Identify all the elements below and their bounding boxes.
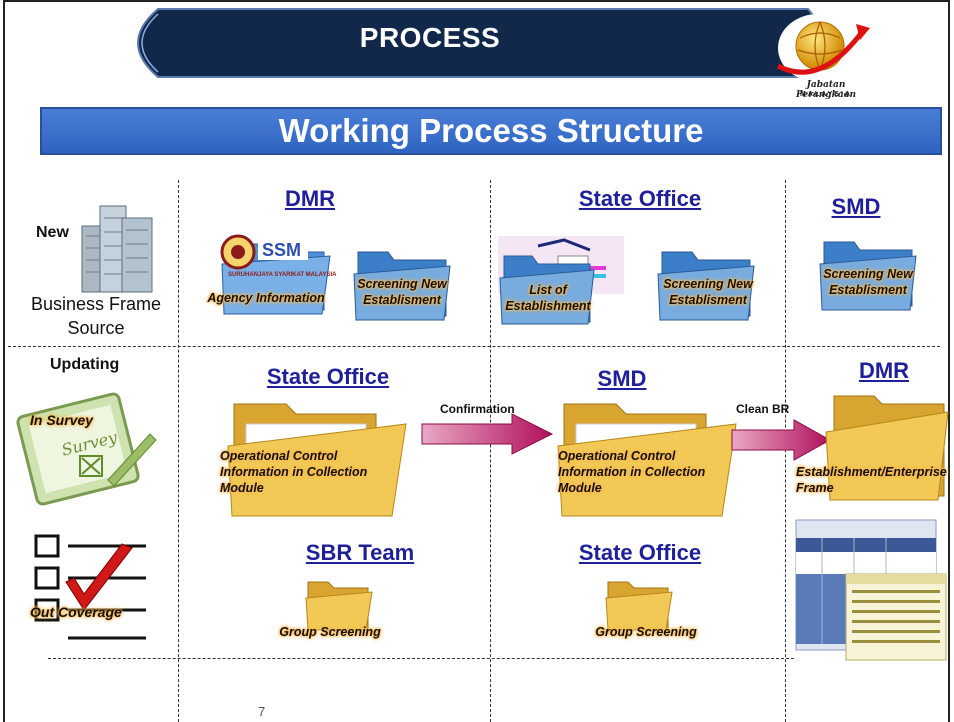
- checklist-icon: [34, 534, 146, 640]
- updating-row-label: Updating: [50, 356, 120, 373]
- list-of-establishment-caption: List of Establishment: [505, 283, 591, 313]
- row-divider-1: [8, 346, 940, 347]
- frame-left-border: [3, 0, 5, 722]
- report-table-thumbnail: [795, 519, 947, 661]
- banner-title: PROCESS: [359, 22, 501, 53]
- confirmation-arrow-icon: [421, 413, 554, 455]
- sbr-group-screening-caption: Group Screening: [279, 625, 381, 639]
- updating-state-office-header[interactable]: State Office: [266, 364, 390, 389]
- dmr-screening-caption: Screening New Establisment: [357, 277, 447, 307]
- in-survey-caption: In Survey: [30, 412, 94, 428]
- column-divider-3: [785, 180, 786, 722]
- survey-clipboard-icon: Survey: [16, 392, 157, 506]
- sbr-team-header[interactable]: SBR Team: [305, 540, 415, 565]
- state-group-screening-caption: Group Screening: [595, 625, 697, 639]
- frame-top-border: [3, 0, 950, 2]
- smd-screening-caption: Screening New Establisment: [823, 267, 913, 297]
- main-title: Working Process Structure: [278, 112, 704, 149]
- clean-br-arrow-icon: [731, 419, 832, 461]
- column-divider-1: [178, 180, 179, 722]
- buildings-icon: [81, 205, 153, 293]
- agency-folder-icon: SSM SURUHANJAYA SYARIKAT MALAYSIA: [220, 234, 337, 315]
- smd-operational-caption: Operational Control Information in Colle…: [558, 449, 706, 495]
- page-number: 7: [258, 704, 266, 719]
- confirmation-arrow-label: Confirmation: [440, 402, 515, 416]
- updating-smd-header[interactable]: SMD: [597, 366, 647, 391]
- smd-screening-folder-icon: [819, 241, 917, 311]
- title-bar: [40, 107, 942, 155]
- out-state-office-header[interactable]: State Office: [578, 540, 702, 565]
- establishment-frame-caption: Establishment/Enterprise Frame: [796, 465, 947, 495]
- sbr-group-folder-icon: [305, 581, 373, 631]
- state-operational-caption: Operational Control Information in Colle…: [220, 449, 368, 495]
- state-screening-folder-icon: [657, 251, 755, 321]
- ssm-logo-text: SSM: [262, 240, 301, 260]
- logo-text-line1: Jabatan Perangkaan: [795, 80, 857, 100]
- new-smd-header[interactable]: SMD: [831, 194, 881, 219]
- department-logo-icon: [776, 14, 870, 82]
- updating-dmr-header[interactable]: DMR: [858, 358, 910, 383]
- logo-text-line2: MALAYSIA: [800, 91, 852, 98]
- row-divider-2: [48, 658, 794, 659]
- list-of-establishment-folder-icon: [498, 236, 624, 325]
- state-operational-folder-icon: [227, 403, 407, 517]
- state-group-folder-icon: [605, 581, 673, 631]
- state-screening-caption: Screening New Establisment: [663, 277, 753, 307]
- new-state-office-header[interactable]: State Office: [578, 186, 702, 211]
- ssm-logo-subtext: SURUHANJAYA SYARIKAT MALAYSIA: [228, 272, 337, 278]
- screening-folder-icon: [353, 251, 451, 321]
- column-divider-2: [490, 180, 491, 722]
- out-coverage-caption: Out Coverage: [30, 604, 122, 620]
- new-dmr-header[interactable]: DMR: [284, 186, 336, 211]
- business-frame-source-label: Business Frame Source: [30, 294, 162, 338]
- new-row-label: New: [36, 224, 69, 241]
- establishment-folder-icon: [825, 395, 949, 501]
- frame-right-border: [948, 0, 950, 722]
- smd-operational-folder-icon: [557, 403, 737, 517]
- agency-information-caption: Agency Information: [207, 291, 325, 305]
- clean-br-arrow-label: Clean BR: [736, 402, 790, 416]
